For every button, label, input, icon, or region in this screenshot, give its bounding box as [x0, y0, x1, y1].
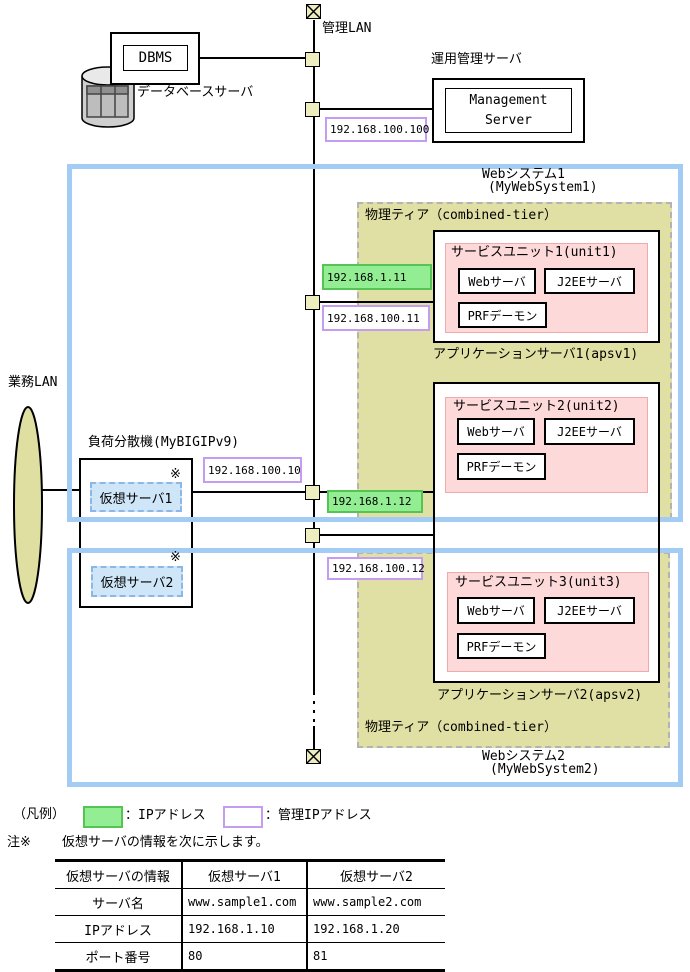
application-server2-label: アプリケーションサーバ2(apsv2)	[437, 688, 643, 703]
apsv2-box-edge-left	[433, 514, 435, 556]
dbms-label: DBMS	[138, 50, 173, 66]
lan-tap-icon	[305, 485, 320, 500]
prf-daemon-label: PRFデーモン	[466, 639, 537, 654]
virtual-server2-label: 仮想サーバ2	[100, 576, 174, 591]
prf-daemon-label: PRFデーモン	[467, 308, 538, 323]
legend-heading: （凡例）	[13, 807, 66, 822]
apsv2-box-edge-right	[658, 514, 660, 556]
prf-daemon-box: PRFデーモン	[457, 633, 546, 659]
web-server-label: Webサーバ	[467, 604, 525, 618]
table-row: サーバ名 www.sample1.com www.sample2.com	[55, 888, 445, 916]
line-lan-to-apsv1	[320, 301, 433, 303]
table-row: IPアドレス 192.168.1.10 192.168.1.20	[55, 915, 445, 943]
table-cell: 80	[182, 942, 308, 971]
application-server1-label: アプリケーションサーバ1(apsv1)	[433, 347, 639, 362]
lan-tap-icon	[305, 528, 320, 543]
note-prefix: 注※	[7, 835, 31, 850]
lan-tap-icon	[305, 295, 320, 310]
line-lan-to-management-server	[320, 108, 432, 110]
table-header-row: 仮想サーバの情報 仮想サーバ1 仮想サーバ2	[55, 860, 445, 889]
management-lan-label: 管理LAN	[322, 21, 372, 36]
ip-1-12: 192.168.1.12	[327, 490, 423, 513]
mgmt-ip-100-11: 192.168.100.11	[322, 305, 430, 331]
operation-management-server-label: 運用管理サーバ	[431, 52, 522, 67]
physical-tier2-label: 物理ティア（combined-tier）	[365, 720, 557, 735]
virtual-server-info-table: 仮想サーバの情報 仮想サーバ1 仮想サーバ2 サーバ名 www.sample1.…	[55, 859, 445, 972]
dbms-label-box: DBMS	[123, 45, 188, 71]
business-lan-ellipse	[13, 406, 43, 604]
legend-ip-swatch	[83, 806, 123, 828]
line-lan-to-apsv2-lower	[320, 534, 433, 536]
management-server-label: Management Server	[469, 93, 548, 128]
virtual-server1-box: 仮想サーバ1	[90, 482, 182, 512]
virtual-server1-label: 仮想サーバ1	[99, 491, 173, 507]
management-server-label-box: Management Server	[445, 88, 572, 133]
service-unit3-title: サービスユニット3(unit3)	[455, 575, 622, 590]
table-header-cell: 仮想サーバの情報	[55, 860, 183, 889]
line-dbms-to-lan	[200, 57, 305, 59]
management-lan-trunk-dotted	[313, 692, 315, 726]
note-mark-virtual2: ※	[170, 550, 181, 565]
service-unit1-title: サービスユニット1(unit1)	[451, 245, 618, 260]
lan-tap-icon	[305, 102, 320, 117]
virtual-server2-box: 仮想サーバ2	[91, 566, 183, 597]
web-system2-title: Webシステム2	[482, 749, 565, 764]
physical-tier1-label: 物理ティア（combined-tier）	[365, 208, 557, 223]
line-loadbalancer-to-lan	[193, 491, 305, 493]
mgmt-ip-100-10: 192.168.100.10	[203, 457, 302, 483]
table-row-label: サーバ名	[55, 888, 183, 916]
table-cell: 192.168.1.10	[182, 915, 308, 943]
lan-tap-icon	[305, 52, 320, 67]
web-system2-frame	[67, 548, 683, 787]
management-lan-trunk	[313, 20, 315, 692]
ip-1-11: 192.168.1.11	[322, 264, 432, 290]
lan-terminator-icon	[306, 4, 321, 19]
table-cell: 81	[313, 949, 328, 963]
table-header-cell: 仮想サーバ1	[182, 860, 308, 889]
table-header-cell: 仮想サーバ2	[307, 860, 445, 889]
prf-daemon-box: PRFデーモン	[457, 453, 546, 480]
note-text: 仮想サーバの情報を次に示します。	[62, 835, 269, 850]
web-server-box: Webサーバ	[458, 268, 536, 294]
table-cell: 192.168.1.20	[307, 915, 445, 943]
table-row-label: ポート番号	[55, 942, 183, 971]
legend-mgmt-ip-swatch	[223, 806, 263, 828]
web-system1-title: Webシステム1	[482, 167, 565, 182]
j2ee-server-box: J2EEサーバ	[544, 418, 635, 445]
note-mark-virtual1: ※	[170, 467, 181, 482]
web-server-box: Webサーバ	[457, 597, 535, 624]
prf-daemon-label: PRFデーモン	[466, 460, 537, 474]
load-balancer-label: 負荷分散機(MyBIGIPv9)	[88, 435, 240, 450]
web-system2-subtitle: (MyWebSystem2)	[490, 762, 600, 777]
mgmt-ip-100-12: 192.168.100.12	[327, 557, 425, 580]
web-server-box: Webサーバ	[457, 418, 535, 445]
web-server-label: Webサーバ	[468, 274, 526, 289]
web-system1-frame	[67, 164, 683, 522]
j2ee-server-label: J2EEサーバ	[557, 274, 622, 289]
j2ee-server-box: J2EEサーバ	[544, 597, 635, 624]
table-cell: www.sample2.com	[307, 888, 445, 916]
database-server-label: データベースサーバ	[137, 85, 254, 100]
j2ee-server-label: J2EEサーバ	[557, 604, 622, 618]
management-lan-trunk-tail	[313, 726, 315, 750]
prf-daemon-box: PRFデーモン	[458, 302, 547, 328]
line-businesslan-to-loadbalancer	[41, 489, 79, 491]
service-unit2-title: サービスユニット2(unit2)	[453, 399, 620, 414]
legend-ip-label: ：IPアドレス	[125, 808, 206, 823]
legend-mgmt-ip-label: ：管理IPアドレス	[265, 808, 372, 823]
database-icon	[81, 66, 135, 128]
business-lan-label: 業務LAN	[8, 375, 58, 390]
mgmt-ip-100-100: 192.168.100.100	[325, 117, 429, 142]
table-row-label: IPアドレス	[55, 915, 183, 943]
table-row: ポート番号 80 81	[55, 942, 445, 971]
web-server-label: Webサーバ	[467, 425, 525, 439]
j2ee-server-label: J2EEサーバ	[557, 425, 622, 439]
j2ee-server-box: J2EEサーバ	[544, 268, 635, 294]
table-cell: www.sample1.com	[182, 888, 308, 916]
lan-terminator-icon	[306, 749, 321, 764]
web-system1-subtitle: (MyWebSystem1)	[488, 180, 598, 195]
